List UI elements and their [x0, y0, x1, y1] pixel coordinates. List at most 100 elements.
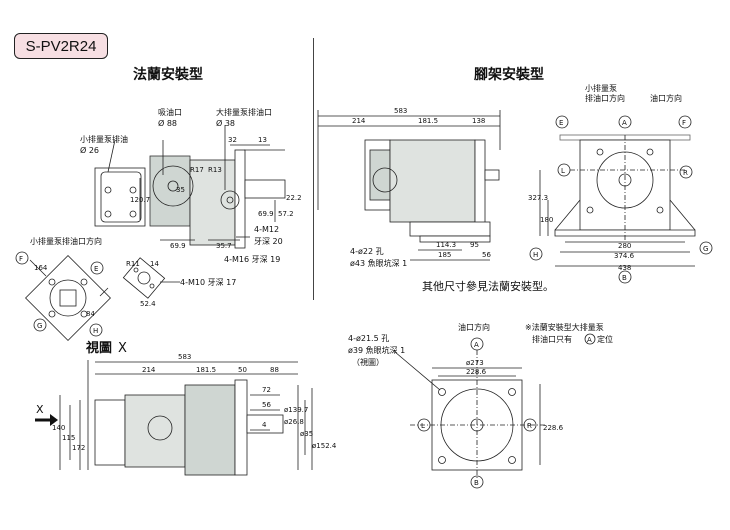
flange-small-out-dia: Ø 26	[80, 145, 99, 155]
flange-dim: 164	[34, 264, 48, 272]
circle-label: R	[683, 169, 688, 177]
foot-dim: 214	[352, 117, 366, 125]
foot-oil-in: 油口方向	[650, 93, 682, 103]
bottom-front-view	[394, 350, 545, 480]
flange-m12-depth: 牙深 20	[254, 237, 283, 246]
flange-dim: 120.7	[130, 196, 150, 204]
flange-dim: 69.9	[258, 210, 274, 218]
foot-dim: 56	[482, 251, 491, 259]
viewx-dim: 583	[178, 353, 191, 361]
circle-label: L	[561, 167, 565, 175]
viewx-dim: 72	[262, 386, 271, 394]
circle-label: L	[421, 422, 425, 430]
foot-side-view	[317, 110, 501, 261]
bottom-view: （視圖）	[352, 358, 384, 367]
foot-dim: 583	[394, 107, 407, 115]
circle-label: F	[682, 119, 686, 127]
viewx-dim: ø35	[300, 430, 313, 438]
circle-label: F	[19, 255, 23, 263]
flange-large-out-label: 大排量泵排油口	[216, 107, 272, 117]
viewx-arrow-label: X	[36, 403, 44, 416]
flange-dim: 22.2	[286, 194, 302, 202]
circle-label: B	[622, 274, 627, 282]
flange-large-out-dia: Ø 38	[216, 118, 235, 128]
viewx-title: 視圖	[85, 340, 112, 356]
bottom-dim: ø273	[466, 359, 484, 367]
viewx-dim: 181.5	[196, 366, 216, 374]
flange-dim: R13	[208, 166, 222, 174]
circle-label: G	[37, 322, 42, 330]
flange-m16: 4-M16 牙深 19	[224, 255, 280, 264]
circle-label: E	[94, 265, 98, 273]
bottom-hole: 4-ø21.5 孔	[348, 334, 389, 343]
foot-dim: 185	[438, 251, 451, 259]
flange-dim: 57.2	[278, 210, 294, 218]
bottom-counter: ø39 魚眼坑深 1	[348, 345, 405, 355]
flange-dim: 13	[258, 136, 267, 144]
foot-hole: 4-ø22 孔	[350, 247, 384, 256]
foot-dim: 327.3	[528, 194, 548, 202]
circle-label: R	[527, 422, 532, 430]
bottom-oil-in: 油口方向	[458, 322, 490, 332]
foot-dim: 114.3	[436, 241, 456, 249]
viewx-dim: 172	[72, 444, 85, 452]
flange-front-view	[25, 255, 111, 341]
flange-suction-label: 吸油口	[158, 107, 182, 117]
bottom-note2-prefix: 排油口只有	[532, 334, 572, 344]
flange-dim: 52.4	[140, 300, 156, 308]
circle-label: E	[559, 119, 563, 127]
flange-dim: R17	[190, 166, 204, 174]
bottom-dim: 228.6	[466, 368, 487, 376]
flange-dim: 69.9	[170, 242, 186, 250]
flange-title: 法蘭安裝型	[133, 67, 203, 83]
viewx-dim: 140	[52, 424, 65, 432]
bottom-note1: ※法蘭安裝型大排量泵	[525, 322, 604, 332]
viewx-dim: 56	[262, 401, 271, 409]
viewx-dim: ø139.7	[284, 406, 308, 414]
viewx-dim: 4	[262, 421, 267, 429]
foot-dim: 280	[618, 242, 631, 250]
viewx-dim: ø26.8	[284, 418, 304, 426]
flange-m12: 4-M12	[254, 225, 279, 234]
bottom-note2-circle: A	[587, 336, 592, 344]
section-divider	[313, 38, 314, 300]
foot-small-dir: 小排量泵	[585, 83, 617, 93]
viewx-dim: 50	[238, 366, 247, 374]
circle-label: G	[703, 245, 708, 253]
foot-title: 腳架安裝型	[474, 67, 544, 83]
port-detail	[122, 257, 180, 299]
foot-dim: 180	[540, 216, 553, 224]
reference-circles	[15, 115, 713, 489]
flange-small-out-label: 小排量泵排油	[80, 134, 128, 144]
flange-dim: R11	[126, 260, 140, 268]
flange-pump-side-view	[94, 125, 286, 249]
foot-dim: 374.6	[614, 252, 635, 260]
circle-label: H	[533, 251, 538, 259]
flange-dim: 84	[86, 310, 95, 318]
viewx-dim: 214	[142, 366, 156, 374]
model-label: S-PV2R24	[14, 33, 108, 59]
viewx-side-view	[59, 360, 313, 476]
bottom-dim: 228.6	[543, 424, 564, 432]
foot-ref-note: 其他尺寸參見法蘭安裝型。	[422, 279, 554, 293]
circle-label: A	[622, 119, 627, 127]
viewx-dim: 88	[270, 366, 279, 374]
circle-label: A	[474, 341, 479, 349]
viewx-dim: 115	[62, 434, 75, 442]
foot-front-view	[539, 134, 696, 267]
foot-small-dir2: 排油口方向	[585, 93, 625, 103]
circle-label: H	[93, 327, 98, 335]
viewx-dim: ø152.4	[312, 442, 337, 450]
foot-dim: 95	[470, 241, 479, 249]
flange-dim: 32	[228, 136, 237, 144]
flange-dim: 35.7	[216, 242, 232, 250]
viewx-mark: X	[118, 341, 127, 356]
foot-dim: 138	[472, 117, 485, 125]
foot-counter: ø43 魚眼坑深 1	[350, 258, 407, 268]
bottom-note2-suffix: 定位	[597, 334, 613, 344]
foot-dim: 438	[618, 264, 631, 272]
flange-suction-dia: Ø 88	[158, 118, 177, 128]
foot-dim: 181.5	[418, 117, 438, 125]
note-circle-icon	[584, 333, 596, 345]
